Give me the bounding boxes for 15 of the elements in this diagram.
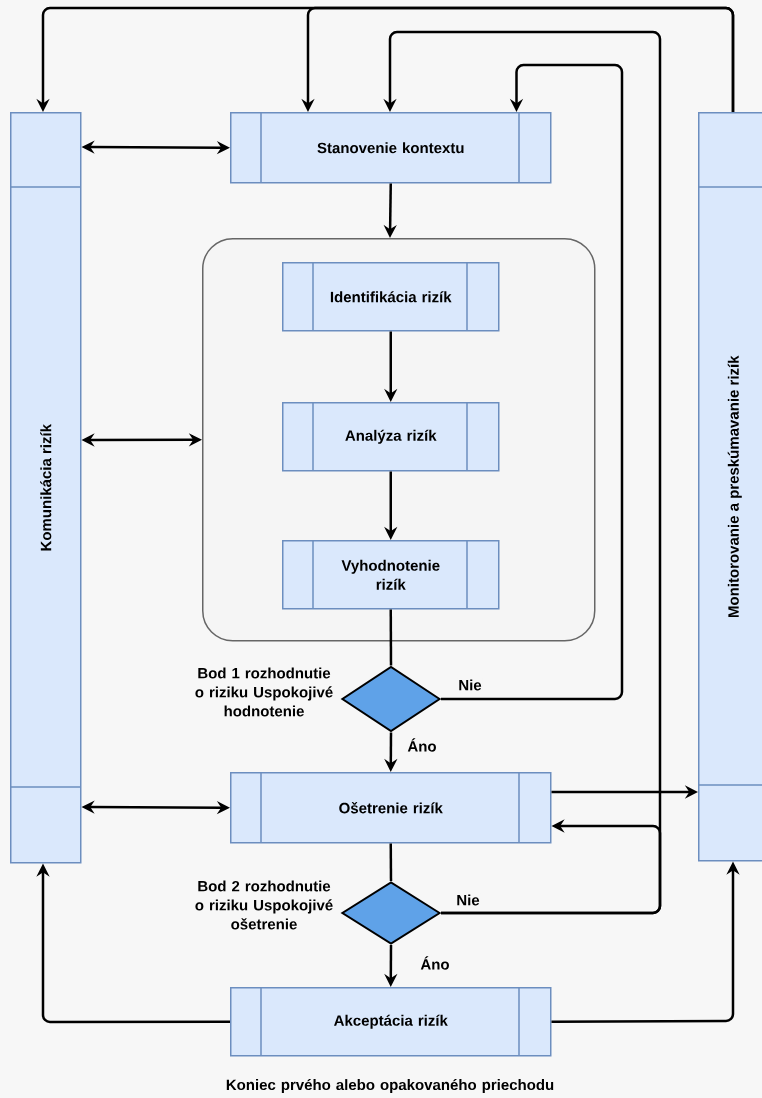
process-box: Akceptácia rizík bbox=[230, 986, 552, 1057]
edge-label: Nie bbox=[455, 893, 481, 907]
edge-label: Áno bbox=[406, 737, 438, 753]
process-box: Analýza rizík bbox=[282, 401, 500, 472]
note-text: Koniec prvého alebo opakovaného priechodu bbox=[226, 1078, 554, 1094]
process-box: Identifikácia rizík bbox=[282, 261, 500, 332]
note-text: Bod 1 rozhodnutie o riziku Uspokojivé hodnotenie bbox=[195, 667, 333, 717]
note-text: Bod 2 rozhodnutie o riziku Uspokojivé ošetrenie bbox=[195, 880, 333, 930]
vertical-process-bar: Komunikácia rizík bbox=[9, 112, 82, 864]
process-box: Ošetrenie rizík bbox=[230, 771, 552, 844]
vertical-process-bar: Monitorovanie a preskúmavanie rizík bbox=[697, 112, 762, 862]
arrow bbox=[441, 63, 624, 701]
process-box: Stanovenie kontextu bbox=[230, 111, 552, 184]
process-box: Vyhodnotenie rizík bbox=[282, 539, 500, 610]
edge-label: Áno bbox=[419, 955, 451, 971]
